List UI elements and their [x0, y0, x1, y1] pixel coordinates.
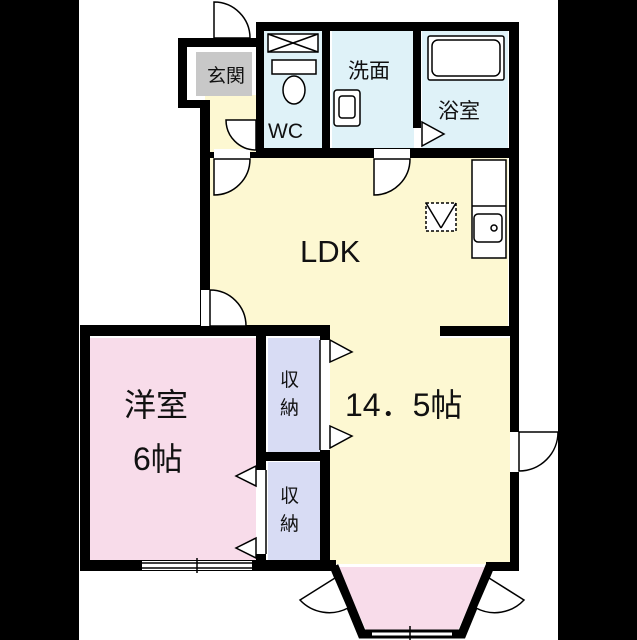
label-yoshitsu: 洋室	[124, 387, 188, 423]
label-ldk: LDK	[300, 234, 361, 269]
label-shuno1-b: 納	[280, 397, 299, 419]
bay-window-floor	[338, 567, 486, 630]
label-senmen: 洗面	[348, 60, 390, 83]
range-hood	[425, 202, 457, 232]
label-shuno2-a: 収	[280, 485, 299, 507]
yoshitsu-room	[90, 338, 256, 561]
ldk-room	[210, 156, 510, 564]
kitchen-sink	[473, 213, 503, 243]
label-wc: WC	[268, 120, 303, 143]
closet-doors	[234, 338, 354, 560]
label-shuno1-a: 収	[280, 369, 299, 391]
label-ldk-size: 14．5帖	[345, 387, 462, 423]
bath-door-mark	[421, 120, 446, 148]
storage-1	[268, 338, 320, 452]
door-swings	[209, 1, 559, 614]
toilet-tank	[271, 59, 317, 75]
kitchen-counter	[471, 159, 507, 259]
toilet-bowl	[282, 75, 306, 105]
storage-2	[268, 462, 320, 561]
senmen-room	[332, 30, 414, 148]
genkan-floor	[196, 52, 252, 96]
fixtures	[267, 33, 507, 259]
label-yoshitsu-size: 6帖	[133, 441, 183, 477]
windows	[142, 25, 410, 573]
label-shuno2-b: 納	[280, 513, 299, 535]
label-genkan: 玄関	[207, 65, 245, 87]
label-yokushitsu: 浴室	[438, 100, 480, 123]
